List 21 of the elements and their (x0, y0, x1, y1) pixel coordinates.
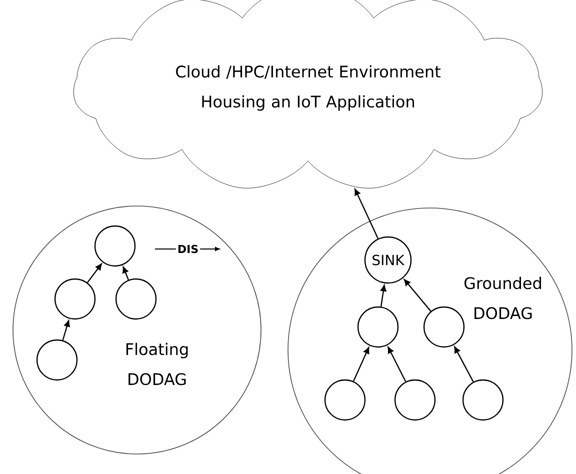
arrow (62, 320, 70, 340)
arrow (352, 347, 370, 382)
node-circle (54, 278, 96, 320)
node-circle (462, 379, 504, 421)
sink-node: SINK (364, 236, 412, 284)
dodag-label: Floating DODAG (126, 342, 188, 386)
node-circle (324, 379, 366, 421)
node-circle (423, 306, 465, 348)
node-circle (94, 225, 136, 267)
node-circle (394, 379, 436, 421)
node-circle (115, 278, 157, 320)
arrow (404, 279, 432, 312)
node-circle (36, 339, 78, 381)
arrow (380, 284, 386, 307)
arrow (388, 346, 406, 382)
arrow (454, 346, 474, 382)
node-circle (357, 306, 399, 348)
arrow (354, 188, 379, 239)
dodag-label: Grounded DODAG (464, 276, 541, 320)
arrow (122, 266, 129, 280)
arrow (86, 264, 102, 283)
